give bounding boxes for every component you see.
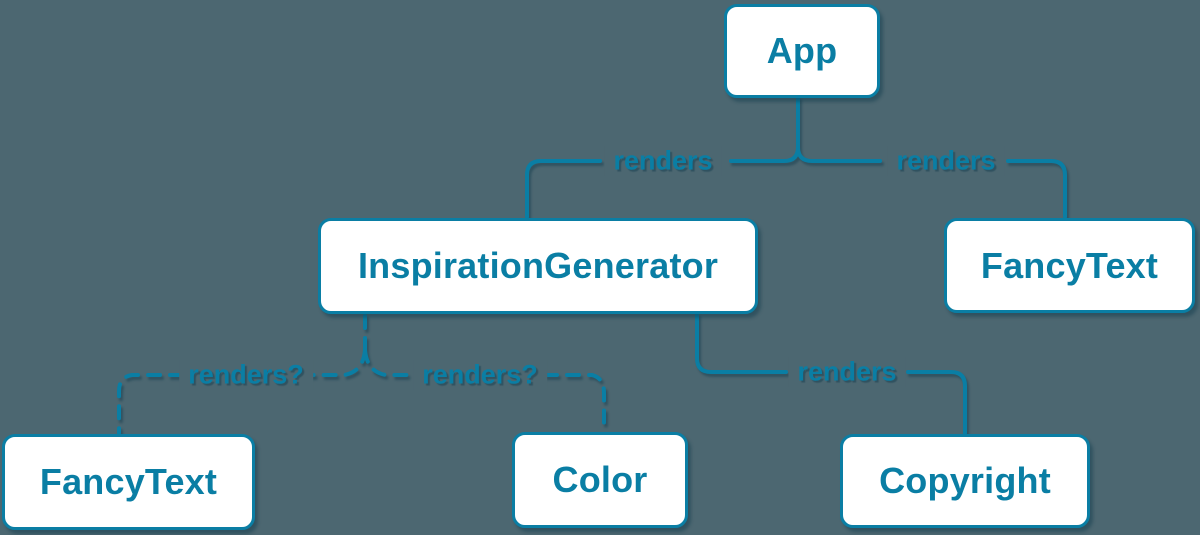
edge-inspirationgenerator-copyright-right-segment xyxy=(906,370,967,435)
node-app-label: App xyxy=(766,30,838,71)
node-fancy-text-bottom-label: FancyText xyxy=(39,461,218,502)
edge-app-fancytext-left-segment xyxy=(796,96,882,163)
node-copyright-label: Copyright xyxy=(879,460,1051,501)
edge-label-app-fancytext: renders xyxy=(887,145,1005,177)
edge-app-inspirationgenerator-right-segment xyxy=(729,96,800,163)
node-fancy-text-top-label: FancyText xyxy=(980,244,1159,286)
edge-inspirationgenerator-color-down-segment xyxy=(543,373,606,433)
edge-label-inspirationgenerator-fancytext: renders? xyxy=(179,359,313,391)
node-fancy-text-top: FancyText xyxy=(944,218,1195,313)
edge-inspirationgenerator-color-right-branch xyxy=(363,348,418,377)
node-inspiration-generator-label: InspirationGenerator xyxy=(357,245,719,286)
edge-inspirationgenerator-fancytext-down-segment xyxy=(117,373,184,435)
edge-label-inspirationgenerator-copyright: renders xyxy=(788,356,906,388)
node-color: Color xyxy=(512,432,688,528)
edge-app-fancytext-right-segment xyxy=(1006,159,1067,219)
edge-label-inspirationgenerator-color: renders? xyxy=(413,359,547,391)
node-copyright: Copyright xyxy=(840,434,1090,528)
node-fancy-text-bottom: FancyText xyxy=(2,434,255,530)
node-app: App xyxy=(724,4,880,98)
edge-inspirationgenerator-copyright-left-segment xyxy=(695,313,788,374)
edge-inspirationgenerator-fancytext-left-branch xyxy=(308,348,367,377)
edge-app-inspirationgenerator-left-segment xyxy=(525,159,602,219)
edge-label-app-inspirationgenerator: renders xyxy=(604,145,722,177)
node-color-label: Color xyxy=(552,459,648,500)
node-inspiration-generator: InspirationGenerator xyxy=(318,218,758,314)
